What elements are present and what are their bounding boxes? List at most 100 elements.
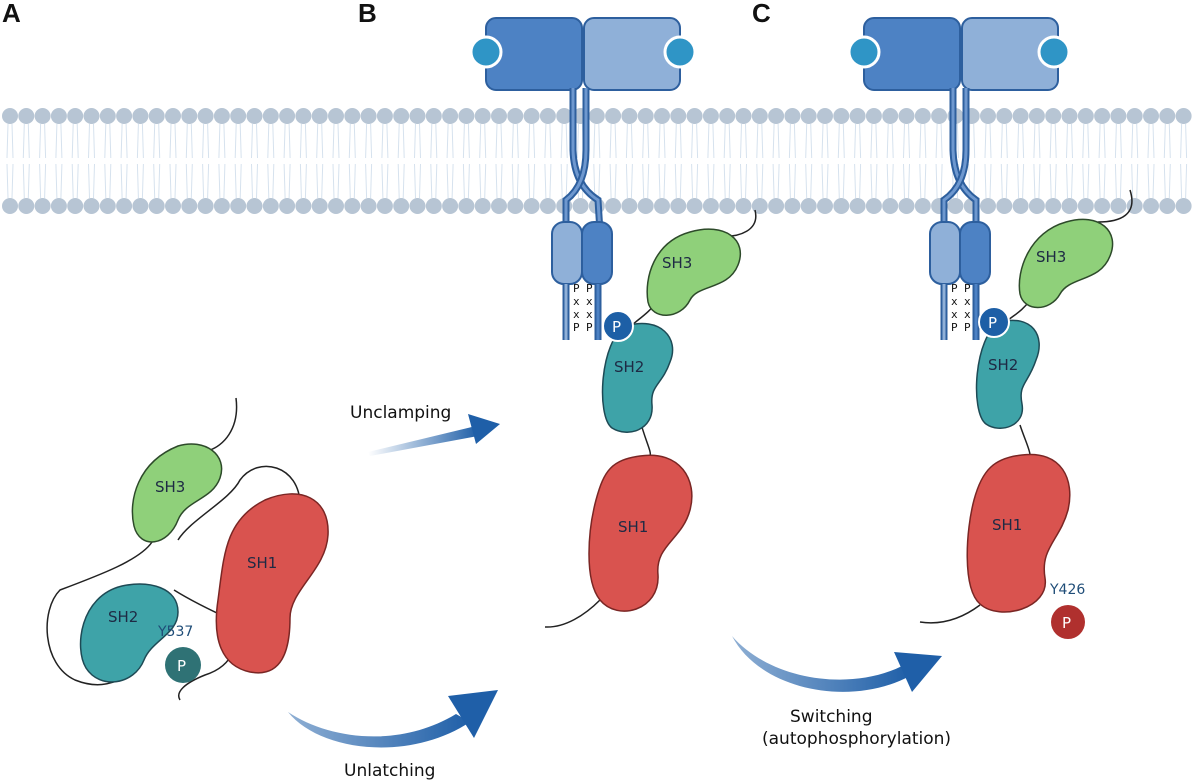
lipid-tail [935, 163, 943, 199]
lipid-tail [740, 163, 747, 199]
phospho-p-icon [165, 647, 201, 683]
lipid-tail [299, 163, 307, 199]
lipid-tail [919, 163, 927, 199]
lipid-head [311, 108, 328, 124]
lipid-head [2, 198, 18, 214]
svg-text:x: x [586, 295, 593, 308]
lipid-head [67, 198, 84, 214]
lipid-tail [267, 163, 275, 199]
lipid-head [148, 108, 165, 124]
lipid-tail [316, 163, 324, 199]
receptor-jm-left [551, 221, 583, 285]
lipid-head [360, 108, 377, 124]
lipid-head [980, 198, 996, 214]
lipid-head [328, 108, 344, 124]
svg-text:P: P [951, 282, 958, 295]
lipid-tail [381, 123, 389, 159]
lipid-tail [658, 163, 666, 199]
lipid-head [914, 198, 931, 214]
lipid-tail [658, 123, 666, 159]
lipid-tail [316, 123, 324, 159]
lipid-head [99, 108, 116, 124]
receptor-c: P x x P P x x P [847, 17, 1071, 340]
lipid-head [181, 108, 198, 124]
y537-label: Y537 [157, 624, 193, 640]
lipid-tail [120, 123, 128, 159]
unclamping-arrow [368, 414, 500, 456]
svg-text:x: x [951, 308, 958, 321]
lipid-tail [609, 123, 617, 159]
lipid-tail [1033, 123, 1041, 159]
lipid-tail [674, 123, 682, 159]
panel-letter-b: B [358, 0, 377, 28]
lipid-tail [756, 163, 764, 199]
lipid-head [572, 198, 589, 214]
lipid-tail [1066, 123, 1073, 159]
lipid-tail [348, 163, 356, 199]
svg-text:x: x [964, 308, 971, 321]
lipid-tail [397, 163, 405, 199]
phospho-p-label: P [177, 657, 186, 675]
lipid-tail [283, 123, 291, 159]
lipid-head [50, 108, 67, 124]
linker-line [544, 209, 757, 628]
lipid-head [458, 108, 475, 124]
lipid-tail [691, 163, 699, 199]
lipid-tail [234, 163, 242, 199]
receptor-jm-left [929, 221, 961, 285]
lipid-head [1143, 108, 1159, 124]
lipid-head [474, 108, 491, 124]
svg-text:x: x [951, 295, 958, 308]
svg-text:P: P [951, 321, 958, 334]
sh3-domain [1018, 218, 1114, 309]
lipid-tail [365, 163, 373, 199]
lipid-tail [332, 163, 340, 199]
lipid-head [784, 198, 801, 214]
lipid-head [246, 198, 263, 214]
lipid-head [165, 198, 181, 214]
lipid-head [34, 108, 51, 124]
lipid-head [621, 198, 638, 214]
panel-letter-a: A [2, 0, 21, 28]
lipid-head [865, 108, 882, 124]
sh1-domain [588, 454, 693, 612]
lipid-tails-top [6, 123, 1188, 159]
sh3-label: SH3 [155, 478, 185, 496]
lipid-tail [609, 163, 617, 199]
lipid-tail [511, 123, 519, 159]
ligand-icon [663, 35, 697, 69]
lipid-head [702, 198, 719, 214]
lipid-tail [707, 163, 715, 199]
lipid-head [1012, 108, 1029, 124]
lipid-head [1143, 198, 1159, 214]
lipid-tail [365, 123, 373, 159]
lipid-head [1028, 108, 1045, 124]
lipid-head [230, 108, 247, 124]
lipid-tail [71, 123, 79, 159]
lipid-tail [1163, 163, 1171, 199]
lipid-head [605, 198, 622, 214]
lipid-tail [528, 163, 536, 199]
svg-text:P: P [586, 282, 593, 295]
lipid-tail [740, 123, 747, 159]
lipid-head [311, 198, 328, 214]
lipid-head [1094, 108, 1111, 124]
lipid-head [1077, 198, 1094, 214]
sh1-domain [966, 453, 1071, 613]
lipid-tail [185, 163, 193, 199]
lipid-head [197, 198, 214, 214]
svg-text:P: P [964, 282, 971, 295]
lipid-head [637, 108, 654, 124]
lipid-tail [886, 163, 894, 199]
lipid-tail [528, 123, 536, 159]
lipid-heads-top [2, 108, 1192, 124]
lipid-tail [1082, 123, 1090, 159]
lipid-tail [723, 163, 731, 199]
lipid-tail [903, 163, 910, 199]
lipid-head [262, 198, 279, 214]
lipid-head [849, 198, 866, 214]
lipid-head [1159, 198, 1176, 214]
lipid-tail [104, 123, 112, 159]
unlatching-arrow [288, 690, 498, 748]
lipid-head [1175, 198, 1192, 214]
